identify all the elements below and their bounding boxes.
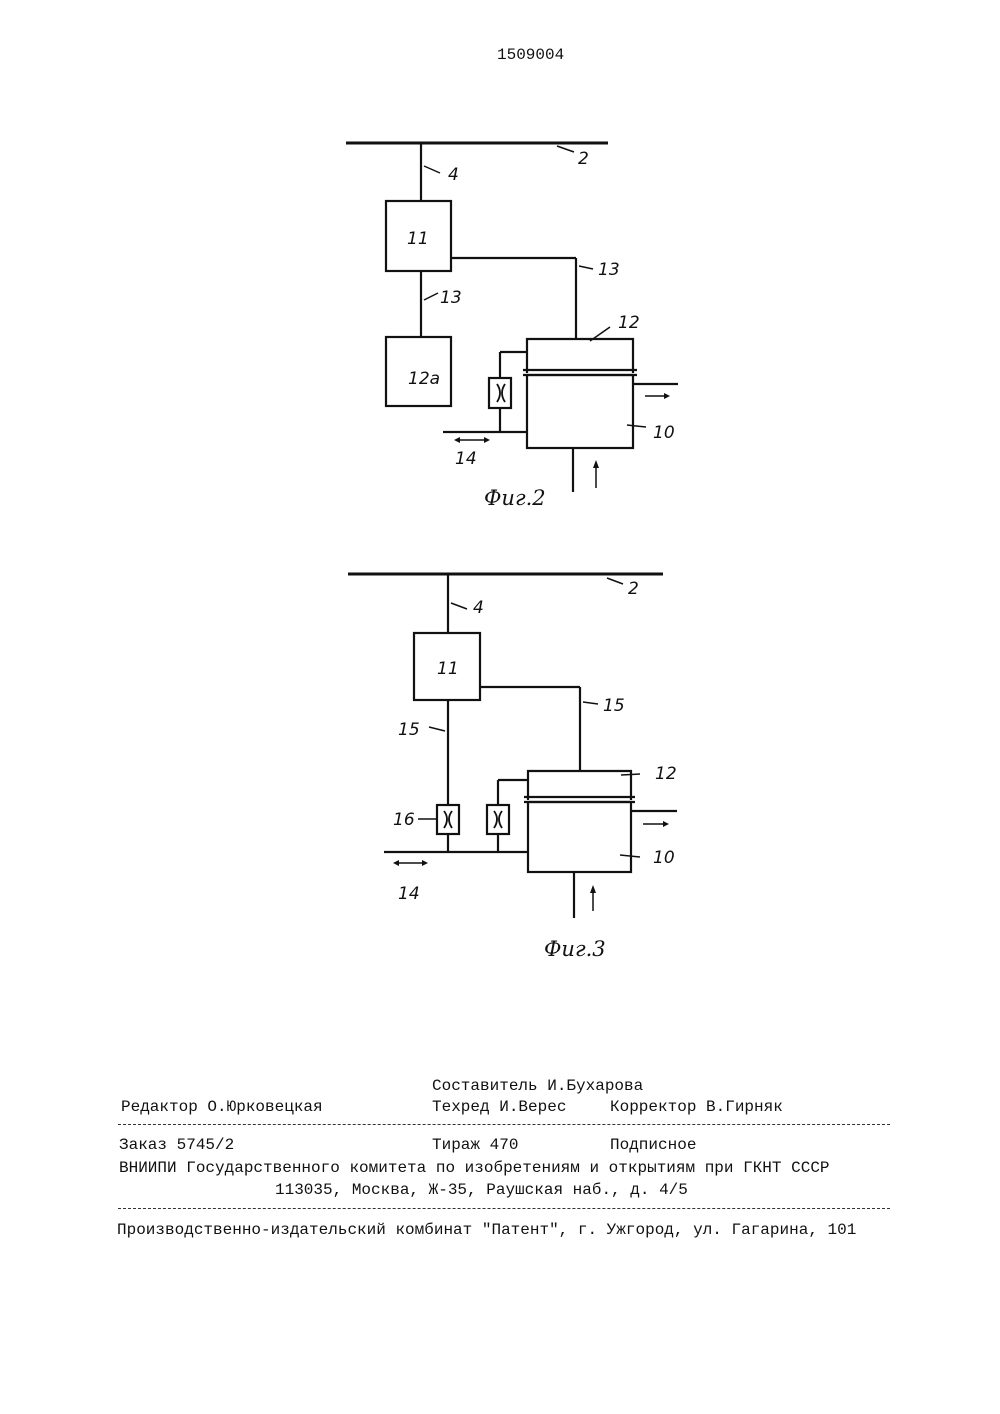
- label-15-left: 15: [398, 720, 420, 740]
- label-15-right: 15: [603, 696, 625, 716]
- divider: [118, 1124, 890, 1125]
- publisher-line: Производственно-издательский комбинат "П…: [117, 1221, 856, 1239]
- organization-line: ВНИИПИ Государственного комитета по изоб…: [119, 1159, 830, 1177]
- throttle: [487, 805, 509, 834]
- composer-line: Составитель И.Бухарова: [432, 1077, 643, 1095]
- label-13-left: 13: [440, 288, 462, 308]
- address-line: 113035, Москва, Ж-35, Раушская наб., д. …: [275, 1181, 688, 1199]
- figure-3-caption: Фиг.3: [544, 937, 606, 961]
- throttle-16: [437, 805, 459, 834]
- editor-line: Редактор О.Юрковецкая: [121, 1098, 323, 1116]
- corrector-line: Корректор В.Гирняк: [610, 1098, 783, 1116]
- label-11: 11: [437, 659, 459, 679]
- label-11: 11: [407, 229, 429, 249]
- subscription-line: Подписное: [610, 1136, 696, 1154]
- divider: [118, 1208, 890, 1209]
- block-12: [528, 771, 631, 800]
- techred-line: Техред И.Верес: [432, 1098, 566, 1116]
- label-2: 2: [578, 149, 589, 169]
- label-13-right: 13: [598, 260, 620, 280]
- label-10: 10: [653, 848, 675, 868]
- figure-3-diagram: [348, 574, 677, 918]
- label-2: 2: [628, 579, 639, 599]
- circulation-line: Тираж 470: [432, 1136, 518, 1154]
- label-12a: 12а: [408, 369, 440, 389]
- figure-2-caption: Фиг.2: [484, 486, 546, 510]
- label-14: 14: [398, 884, 420, 904]
- order-line: Заказ 5745/2: [119, 1136, 234, 1154]
- label-12: 12: [618, 313, 640, 333]
- label-16: 16: [393, 810, 415, 830]
- label-10: 10: [653, 423, 675, 443]
- block-10: [528, 802, 631, 872]
- label-14: 14: [455, 449, 477, 469]
- label-12: 12: [655, 764, 677, 784]
- block-10: [527, 375, 633, 448]
- label-4: 4: [448, 165, 459, 185]
- block-12: [527, 339, 633, 373]
- label-4: 4: [473, 598, 484, 618]
